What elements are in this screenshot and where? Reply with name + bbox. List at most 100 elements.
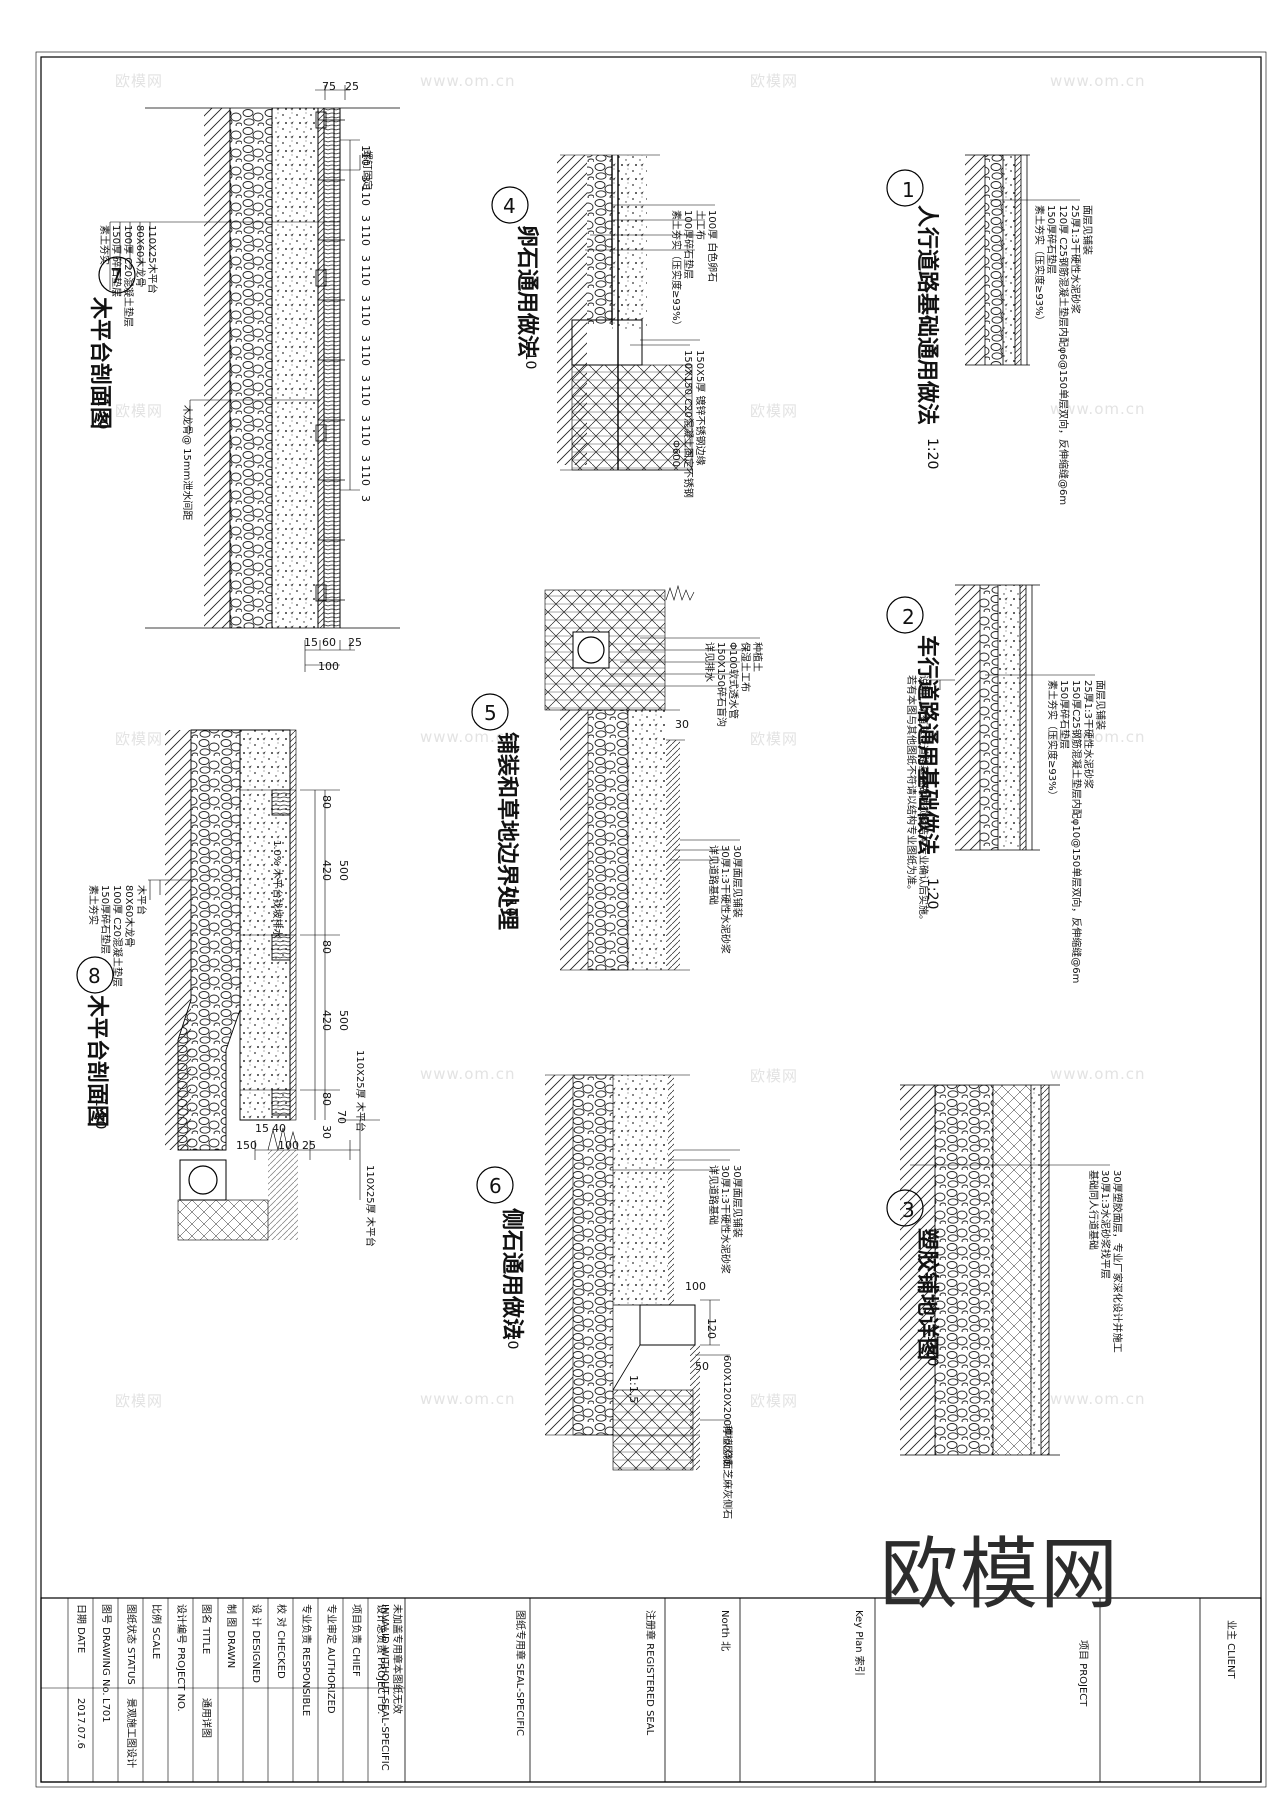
dimension: 75: [322, 80, 336, 93]
dimension: 25: [348, 636, 362, 649]
layer-note: 30厚1:3干硬性水泥砂浆: [719, 845, 730, 954]
layer-note: 150X150碎石盲沟: [715, 642, 726, 728]
title-block-label: 设计总负责 PROJECT D.: [375, 1604, 386, 1715]
title-block-label: 设 计 DESIGNED: [250, 1604, 261, 1683]
dimension: 420: [320, 860, 333, 881]
dimension: 15: [255, 1122, 269, 1135]
layer-note: 30厚塑胶面层，专业厂家深化设计并施工: [1111, 1170, 1122, 1353]
dimension: 80: [320, 1092, 333, 1106]
title-block-label: 专业负责 RESPONSIBLE: [300, 1604, 311, 1717]
dimension: 3: [359, 255, 372, 262]
layer-note: 110X25厚 木平台: [354, 1050, 365, 1132]
dimension: 3: [359, 335, 372, 342]
watermark: www.om.cn: [1050, 1390, 1146, 1408]
layer-note: 110X25木平台: [146, 225, 157, 294]
dimension: 15: [304, 636, 318, 649]
dimension: 500: [337, 1010, 350, 1031]
layer-note: 基础同人行道基础: [1087, 1170, 1098, 1250]
dimension: 100: [685, 1280, 706, 1293]
watermark: 欧模网: [115, 730, 164, 748]
layer-note: 25厚1:3干硬性水泥砂浆: [1082, 680, 1093, 789]
project-label: 项目 PROJECT: [1077, 1640, 1088, 1707]
dimension: 420: [320, 1010, 333, 1031]
layer-note: 100厚 C20混凝土垫层: [122, 225, 133, 327]
title-block-label: 图名 TITLE: [200, 1604, 211, 1655]
title-block-value: 2017.07.6: [75, 1698, 86, 1749]
dimension: 500: [337, 860, 350, 881]
layer-note: 木平台: [135, 885, 146, 915]
layer-note: 素土夯实: [98, 225, 109, 265]
general-note: 若有本图与其他图纸不符请以结构专业图纸为准。: [905, 675, 916, 895]
watermark: www.om.cn: [1050, 728, 1146, 746]
watermark: 欧模网: [750, 730, 799, 748]
layer-note: 木龙骨@ 15mm泄水间距: [181, 405, 192, 521]
layer-note: 保湿土工布: [739, 642, 750, 692]
general-note: 说明：所有车行道路基础做法须经结构专业确认后实施。: [917, 675, 928, 925]
layer-note: 150厚 碎石垫层: [110, 225, 121, 298]
layer-note: 150厚碎石垫层: [1058, 680, 1069, 750]
dimension: 1:1.5: [627, 1375, 640, 1404]
dimension: 60: [322, 636, 336, 649]
drawing-number: 3: [902, 1198, 915, 1222]
dimension: 80: [320, 795, 333, 809]
drawing-scale: 1:10: [502, 885, 518, 917]
drawing-number: 5: [484, 701, 497, 725]
layer-note: 150厚碎石垫层: [99, 885, 110, 955]
watermark: 欧模网: [750, 1392, 799, 1410]
watermark: 欧模网: [750, 1067, 799, 1085]
watermark: 欧模网: [115, 1392, 164, 1410]
layer-note: 100厚碎石垫层: [682, 210, 693, 280]
layer-note: 120厚 C25钢筋混凝土垫层内配φ6@150单层双向，反伸缩缝@6m: [1057, 205, 1068, 506]
layer-note: 面层见铺装: [1094, 680, 1105, 730]
layer-note: 素土夯实（压实度≥93%）: [1046, 680, 1057, 801]
dimension: 25: [302, 1139, 316, 1152]
watermark: www.om.cn: [1050, 400, 1146, 418]
drawing-number: 1: [902, 178, 915, 202]
dimension: 110: [359, 465, 372, 486]
layer-note: 110X25厚 木平台: [364, 1165, 375, 1247]
client-label: 业主 CLIENT: [1225, 1620, 1236, 1679]
dimension: 110: [359, 345, 372, 366]
dimension: 50: [695, 1360, 709, 1373]
layer-note: 种植区域: [721, 1425, 732, 1465]
dimension: 80: [320, 940, 333, 954]
drawing-number: 2: [902, 605, 915, 629]
layer-note: 80X60木龙骨: [123, 885, 134, 948]
dimension: 110: [359, 305, 372, 326]
watermark: 欧模网: [115, 402, 164, 420]
dimension: 30: [320, 1125, 333, 1139]
dimension: 3: [359, 495, 372, 502]
drawing-number: 8: [88, 964, 101, 988]
drawing-scale: 1:10: [504, 1318, 520, 1350]
drawing-scale: 1:20: [924, 438, 940, 470]
layer-note: Φ100软式透水管: [727, 642, 738, 719]
watermark: www.om.cn: [1050, 72, 1146, 90]
layer-note: Φ600: [670, 440, 681, 467]
dimension: 100: [278, 1139, 299, 1152]
watermark: www.om.cn: [420, 72, 516, 90]
dimension: 3: [359, 455, 372, 462]
keyplan-label: Key Plan 索引: [853, 1610, 864, 1676]
title-block-label: 专业审定 AUTHORIZED: [325, 1604, 336, 1714]
drawing-scale: 1:10: [924, 1335, 940, 1367]
watermark: www.om.cn: [1050, 1065, 1146, 1083]
dimension: 40: [272, 1122, 286, 1135]
registered-seal: 注册章 REGISTERED SEAL: [644, 1610, 655, 1736]
dimension: 3: [359, 375, 372, 382]
layer-note: 150X5厚 镀锌不锈钢边缘: [694, 350, 705, 466]
dimension: 150: [236, 1139, 257, 1152]
layer-note: 种植土: [751, 642, 762, 672]
layer-note: 详见排水: [703, 642, 714, 682]
title-block-label: 图纸状态 STATUS: [125, 1604, 136, 1685]
layer-note: 25厚1:3干硬性水泥砂浆: [1069, 205, 1080, 314]
drawing-scale: 1:10: [94, 398, 110, 430]
dimension: 110: [359, 145, 372, 166]
layer-note: 素土夯实（压实度≥93%）: [1033, 205, 1044, 326]
watermark: 欧模网: [750, 72, 799, 90]
drawing-number: 6: [489, 1174, 502, 1198]
dimension: 3: [359, 415, 372, 422]
layer-note: 30厚面层见铺装: [731, 845, 742, 918]
dimension: 3: [359, 295, 372, 302]
dimension: 70: [335, 1110, 348, 1124]
